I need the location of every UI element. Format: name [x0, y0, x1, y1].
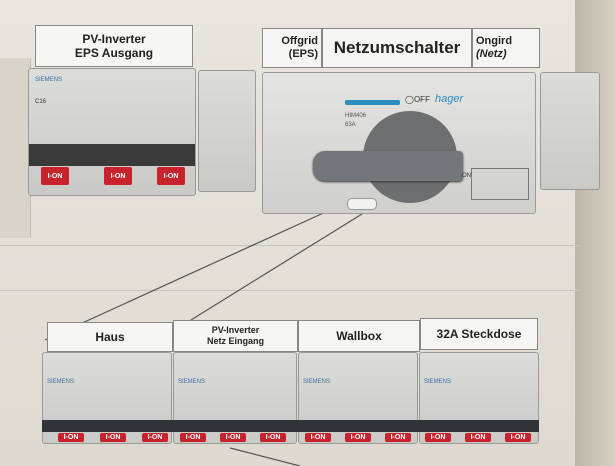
wire: [44, 209, 331, 341]
panel-groove: [0, 290, 580, 291]
wiring-diagram: [471, 168, 529, 200]
handle-bar: [29, 144, 195, 166]
handle-bar: [42, 420, 539, 432]
label-line: EPS Ausgang: [74, 46, 154, 60]
off-indicator: ◯OFF: [405, 95, 430, 104]
off-label: OFF: [413, 95, 430, 104]
bottom-handles: I-ON I-ON I-ON I-ON I-ON I-ON I-ON I-ON …: [50, 433, 535, 443]
label-line: (EPS): [288, 48, 318, 60]
breaker-handle[interactable]: I-ON: [100, 433, 126, 442]
blue-stripe: [345, 100, 400, 105]
label-line: Haus: [95, 329, 125, 344]
blank-cover: [540, 72, 600, 190]
breaker-handle[interactable]: I-ON: [505, 433, 531, 442]
label-haus: Haus: [47, 322, 173, 352]
brand-text: SIEMENS: [424, 379, 452, 385]
spec-text: C16: [35, 99, 47, 105]
blank-cover: [198, 70, 256, 192]
panel-groove: [0, 245, 580, 246]
transfer-switch: ◯OFF hager HIM406 63A ON: [262, 72, 536, 214]
breaker-handle[interactable]: I-ON: [41, 167, 69, 185]
label-pv-inverter-eps: PV-Inverter EPS Ausgang: [35, 25, 193, 67]
label-line: 32A Steckdose: [436, 326, 522, 341]
breaker-pv-inverter-eps: SIEMENS C16 I-ON I-ON I-ON: [28, 68, 196, 196]
label-offgrid: Offgrid (EPS): [262, 28, 322, 68]
brand-text: SIEMENS: [178, 379, 206, 385]
label-line: PV-Inverter: [82, 31, 146, 46]
brand-text: SIEMENS: [303, 379, 331, 385]
breaker-handle[interactable]: I-ON: [345, 433, 371, 442]
on-label: ON: [462, 173, 471, 179]
label-line: PV-Inverter: [211, 325, 260, 336]
switch-handle[interactable]: [313, 151, 463, 181]
label-line: Ongird: [476, 34, 513, 47]
breaker-handle[interactable]: I-ON: [58, 433, 84, 442]
label-netzumschalter: Netzumschalter: [322, 28, 472, 68]
breaker-handle[interactable]: I-ON: [385, 433, 411, 442]
breaker-handle[interactable]: I-ON: [142, 433, 168, 442]
label-line: Offgrid: [281, 34, 318, 47]
label-ongrid: Ongird (Netz): [472, 28, 540, 68]
model-text: HIM406: [345, 113, 367, 119]
label-line: Wallbox: [336, 328, 382, 343]
brand-logo: hager: [435, 93, 464, 105]
label-line: Netzumschalter: [333, 37, 461, 57]
label-pv-inverter-netz: PV-Inverter Netz Eingang: [173, 320, 298, 352]
breaker-handle[interactable]: I-ON: [305, 433, 331, 442]
wire: [177, 213, 363, 329]
brand-text: SIEMENS: [35, 77, 63, 83]
breaker-handle[interactable]: I-ON: [180, 433, 206, 442]
breaker-handle[interactable]: I-ON: [260, 433, 286, 442]
rating-text: 63A: [345, 122, 356, 128]
lock-ring[interactable]: [347, 198, 377, 210]
wire: [229, 447, 301, 466]
breaker-handle[interactable]: I-ON: [425, 433, 451, 442]
breaker-handle[interactable]: I-ON: [465, 433, 491, 442]
breaker-handle[interactable]: I-ON: [104, 167, 132, 185]
label-line: (Netz): [476, 48, 507, 60]
label-wallbox: Wallbox: [298, 320, 420, 352]
brand-text: SIEMENS: [47, 379, 75, 385]
breaker-handle[interactable]: I-ON: [220, 433, 246, 442]
label-line: Netz Eingang: [206, 336, 264, 346]
label-steckdose: 32A Steckdose: [420, 318, 538, 350]
breaker-handle[interactable]: I-ON: [157, 167, 185, 185]
